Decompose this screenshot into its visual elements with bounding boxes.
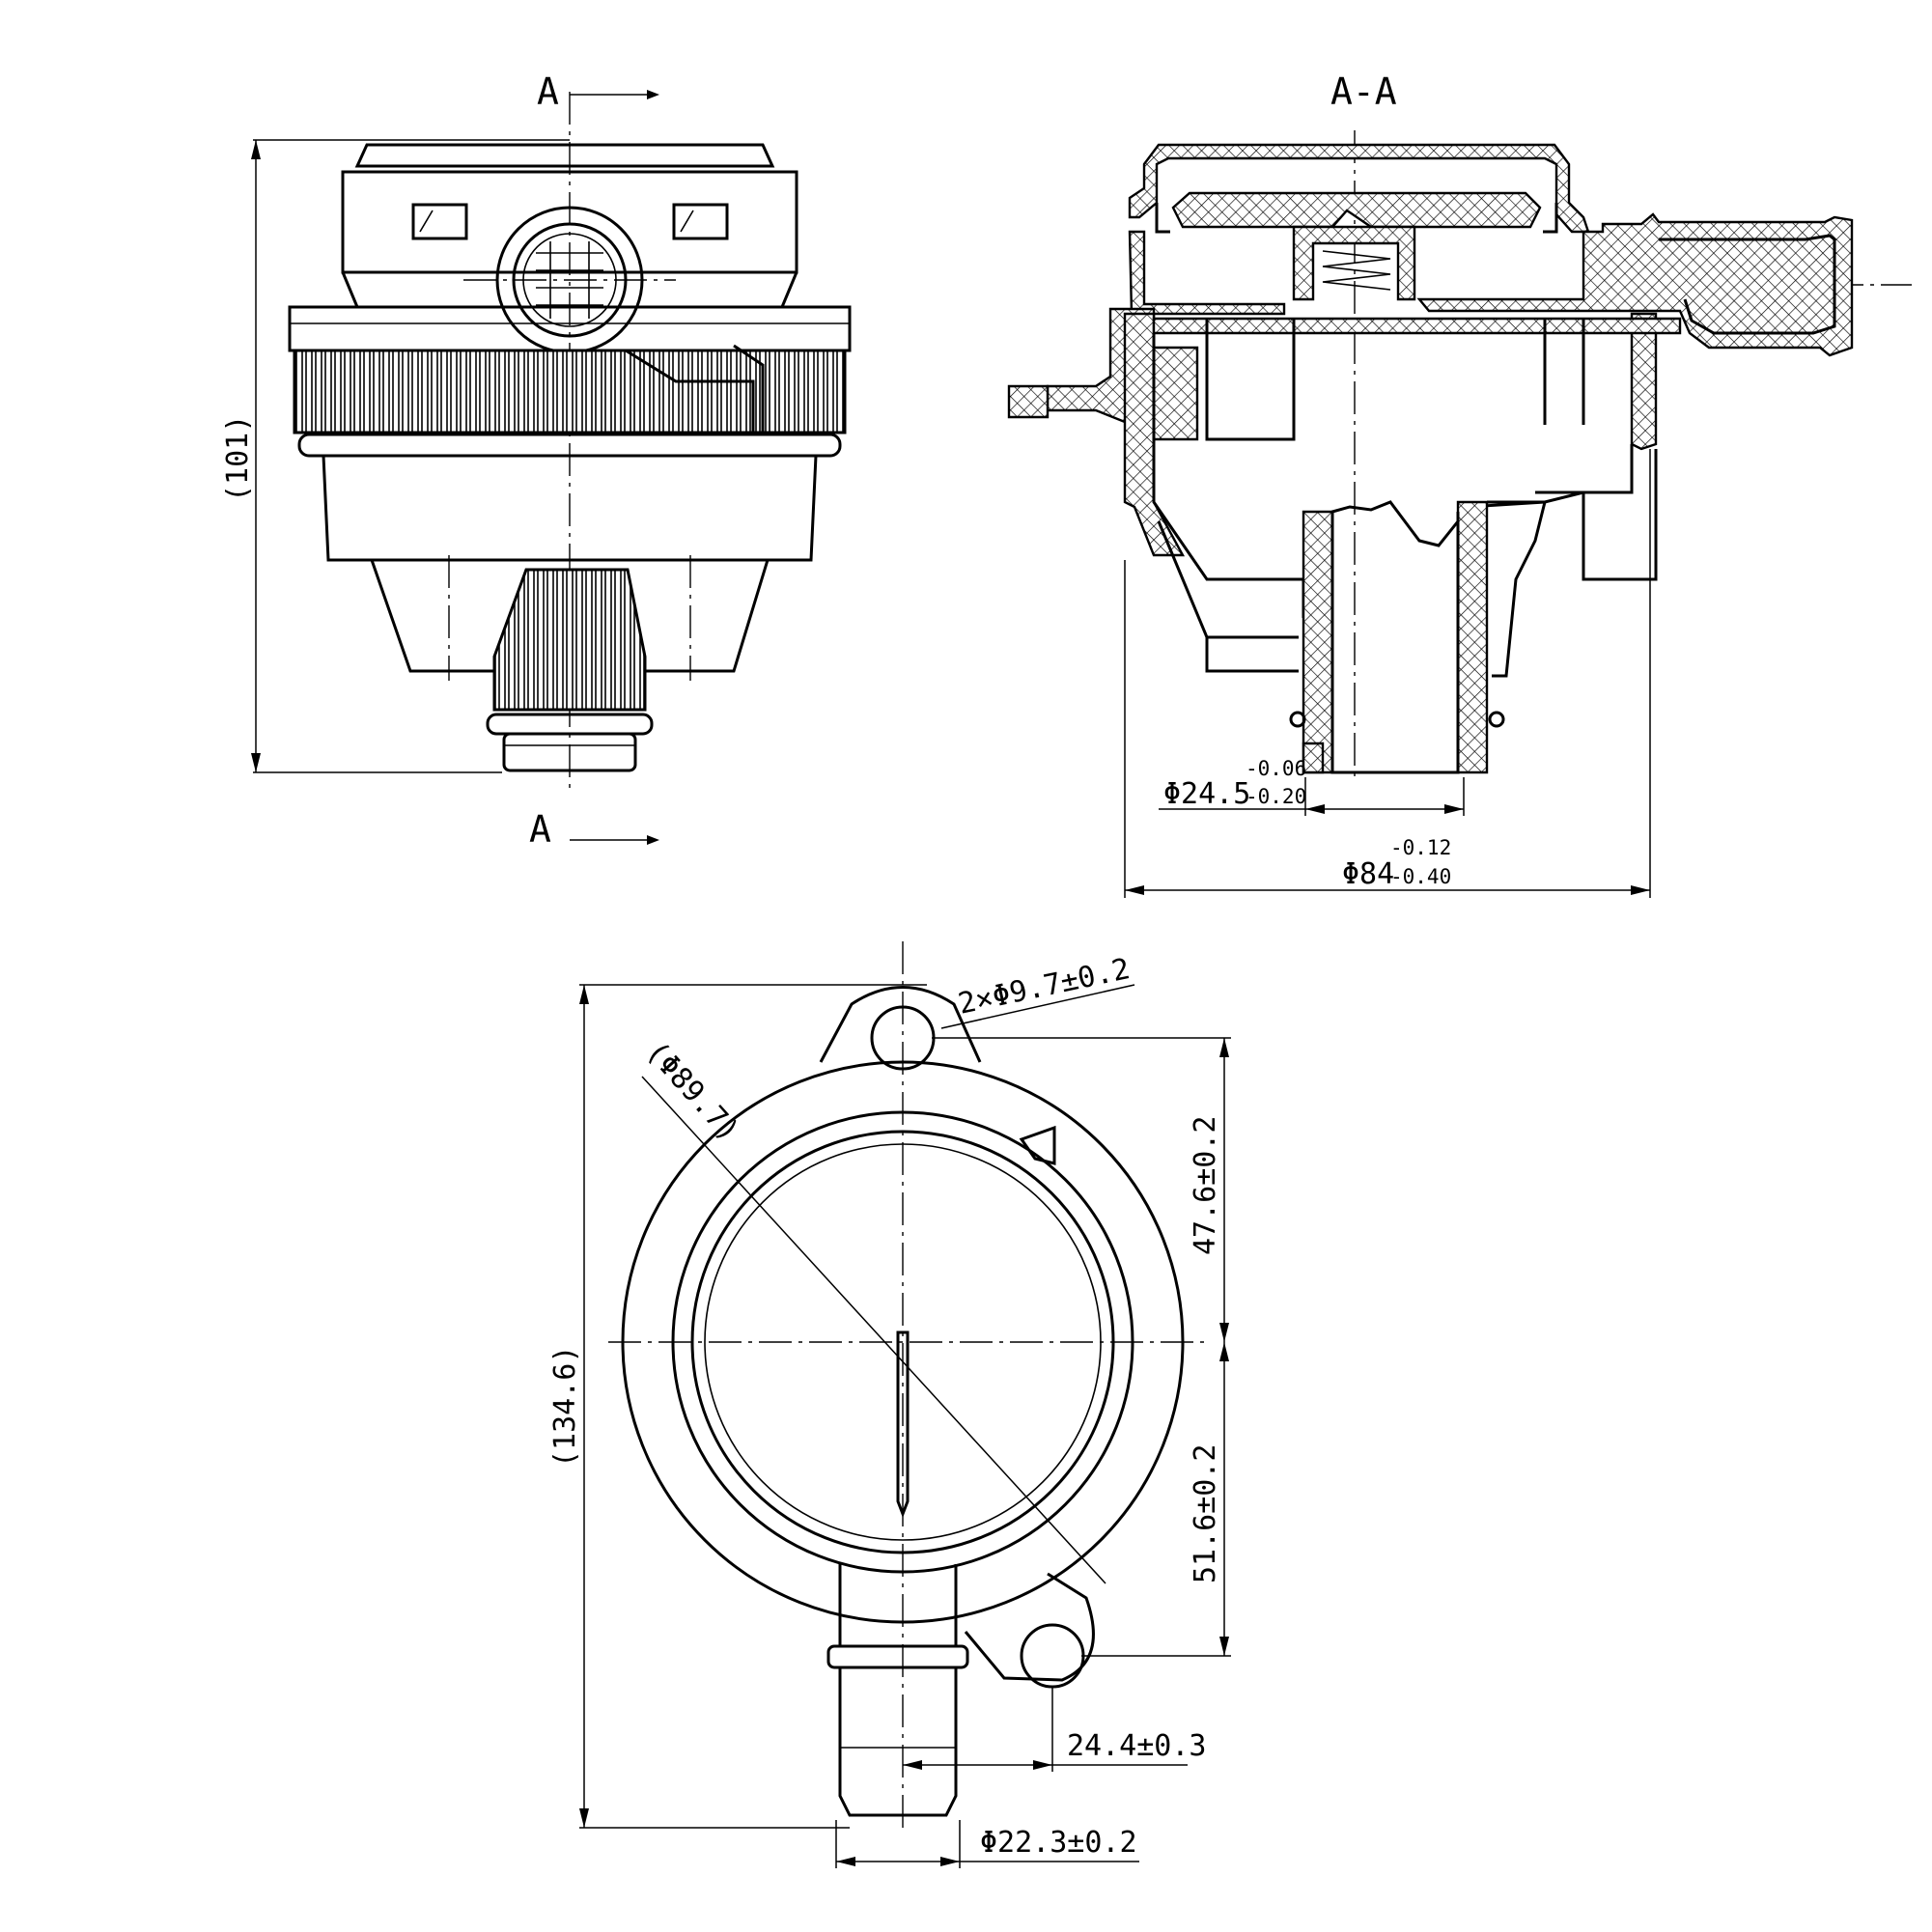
pipe-dim: Φ22.3±0.2	[980, 1826, 1137, 1860]
outlet-dim-upper: -0.06	[1246, 757, 1306, 780]
section-view-a-a: A-A	[1007, 70, 1912, 898]
plan-view: (Φ89.7) 2×Φ9.7±0.2 (134.6) 47.6±0.2 51.6…	[548, 941, 1231, 1868]
section-mark-bottom: A	[529, 808, 551, 851]
outlet-dim-value: Φ24.5	[1163, 777, 1250, 811]
upper-dim: 47.6±0.2	[1189, 1116, 1222, 1256]
body-dim-lower: -0.40	[1390, 865, 1451, 888]
section-mark-top: A	[537, 70, 559, 113]
holes-dim: 2×Φ9.7±0.2	[955, 952, 1133, 1022]
offset-dim: 24.4±0.3	[1067, 1729, 1207, 1763]
body-dim-value: Φ84	[1342, 857, 1394, 891]
lower-dim: 51.6±0.2	[1189, 1444, 1222, 1584]
height-dimension: (101)	[221, 415, 255, 502]
body-dim-upper: -0.12	[1390, 836, 1451, 859]
front-view: A A (101)	[221, 70, 852, 851]
section-title: A-A	[1330, 70, 1397, 113]
total-height-dim: (134.6)	[548, 1346, 582, 1468]
outlet-dim-lower: -0.20	[1246, 785, 1306, 808]
